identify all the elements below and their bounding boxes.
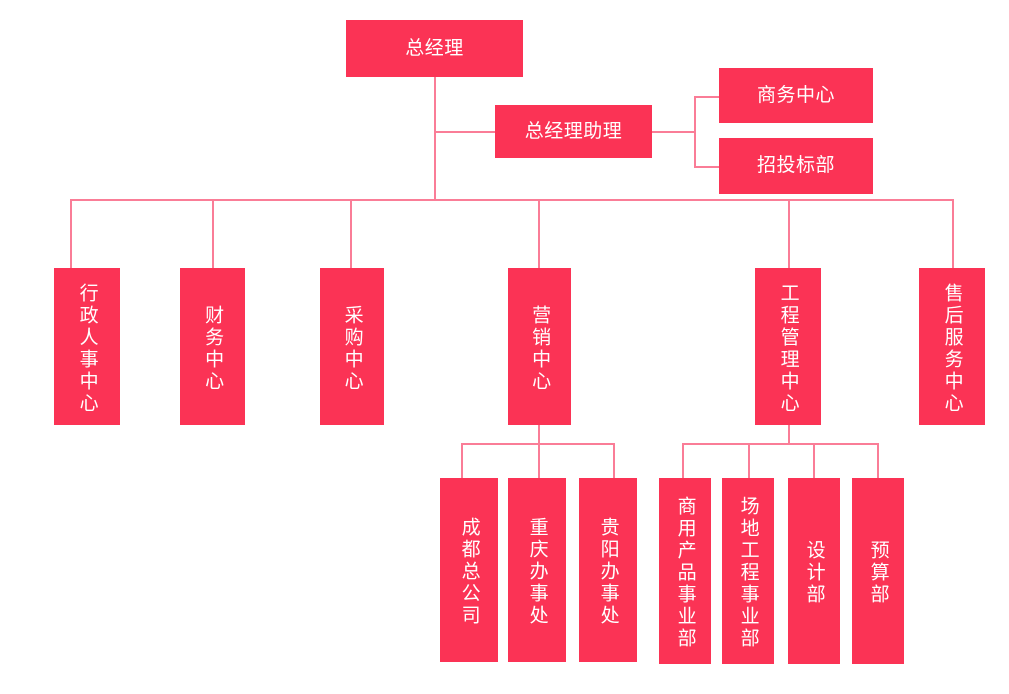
- node-design-department[interactable]: 设计部: [788, 478, 840, 664]
- node-label: 场地工程事业部: [737, 496, 760, 650]
- node-commercial-product-division[interactable]: 商用产品事业部: [659, 478, 711, 664]
- node-budget-department[interactable]: 预算部: [852, 478, 904, 664]
- connector-drop-chengdu: [461, 443, 463, 479]
- node-marketing-center[interactable]: 营销中心: [508, 268, 571, 425]
- connector-drop-guiyang: [613, 443, 615, 479]
- node-label: 工程管理中心: [777, 282, 800, 415]
- node-admin-hr-center[interactable]: 行政人事中心: [54, 268, 120, 425]
- connector-drop-design: [813, 443, 815, 479]
- node-label: 总经理: [405, 36, 464, 59]
- node-chongqing-office[interactable]: 重庆办事处: [508, 478, 566, 662]
- node-gm-assistant[interactable]: 总经理助理: [495, 105, 652, 158]
- node-label: 设计部: [803, 540, 826, 606]
- connector-gm-trunk: [434, 76, 436, 200]
- node-label: 营销中心: [529, 304, 552, 393]
- node-chengdu-head-office[interactable]: 成都总公司: [440, 478, 498, 662]
- connector-drop-chongqing: [538, 443, 540, 479]
- connector-engineering-bus: [682, 443, 878, 445]
- connector-drop-finance: [212, 199, 214, 268]
- connector-main-bus: [70, 199, 954, 201]
- connector-drop-marketing: [538, 199, 540, 268]
- node-general-manager[interactable]: 总经理: [346, 20, 523, 77]
- node-finance-center[interactable]: 财务中心: [180, 268, 245, 425]
- connector-drop-site-engineering: [748, 443, 750, 479]
- node-label: 行政人事中心: [76, 282, 99, 415]
- connector-drop-aftersales: [952, 199, 954, 268]
- connector-assistant-bracket: [694, 96, 696, 168]
- connector-drop-commercial-product: [682, 443, 684, 479]
- connector-drop-budget: [877, 443, 879, 479]
- node-label: 商务中心: [756, 83, 835, 106]
- connector-to-business-center: [694, 96, 720, 98]
- node-business-center[interactable]: 商务中心: [719, 68, 873, 123]
- connector-assistant-out: [651, 131, 696, 133]
- node-label: 贵阳办事处: [597, 517, 620, 627]
- connector-gm-to-assistant: [434, 131, 496, 133]
- connector-drop-admin-hr: [70, 199, 72, 268]
- node-label: 采购中心: [341, 304, 364, 393]
- node-label: 预算部: [867, 540, 890, 606]
- connector-drop-engineering: [788, 199, 790, 268]
- node-label: 招投标部: [756, 154, 835, 177]
- node-label: 成都总公司: [458, 517, 481, 627]
- node-label: 重庆办事处: [526, 517, 549, 627]
- node-guiyang-office[interactable]: 贵阳办事处: [579, 478, 637, 662]
- node-label: 售后服务中心: [941, 282, 964, 415]
- connector-engineering-stem: [788, 424, 790, 444]
- node-site-engineering-division[interactable]: 场地工程事业部: [722, 478, 774, 664]
- node-engineering-management-center[interactable]: 工程管理中心: [755, 268, 821, 425]
- connector-marketing-stem: [538, 424, 540, 444]
- connector-to-bidding-department: [694, 166, 720, 168]
- node-label: 总经理助理: [524, 119, 623, 142]
- node-bidding-department[interactable]: 招投标部: [719, 138, 873, 194]
- connector-drop-procurement: [350, 199, 352, 268]
- node-procurement-center[interactable]: 采购中心: [320, 268, 384, 425]
- node-label: 财务中心: [202, 304, 225, 393]
- node-label: 商用产品事业部: [674, 496, 697, 650]
- node-aftersales-service-center[interactable]: 售后服务中心: [919, 268, 985, 425]
